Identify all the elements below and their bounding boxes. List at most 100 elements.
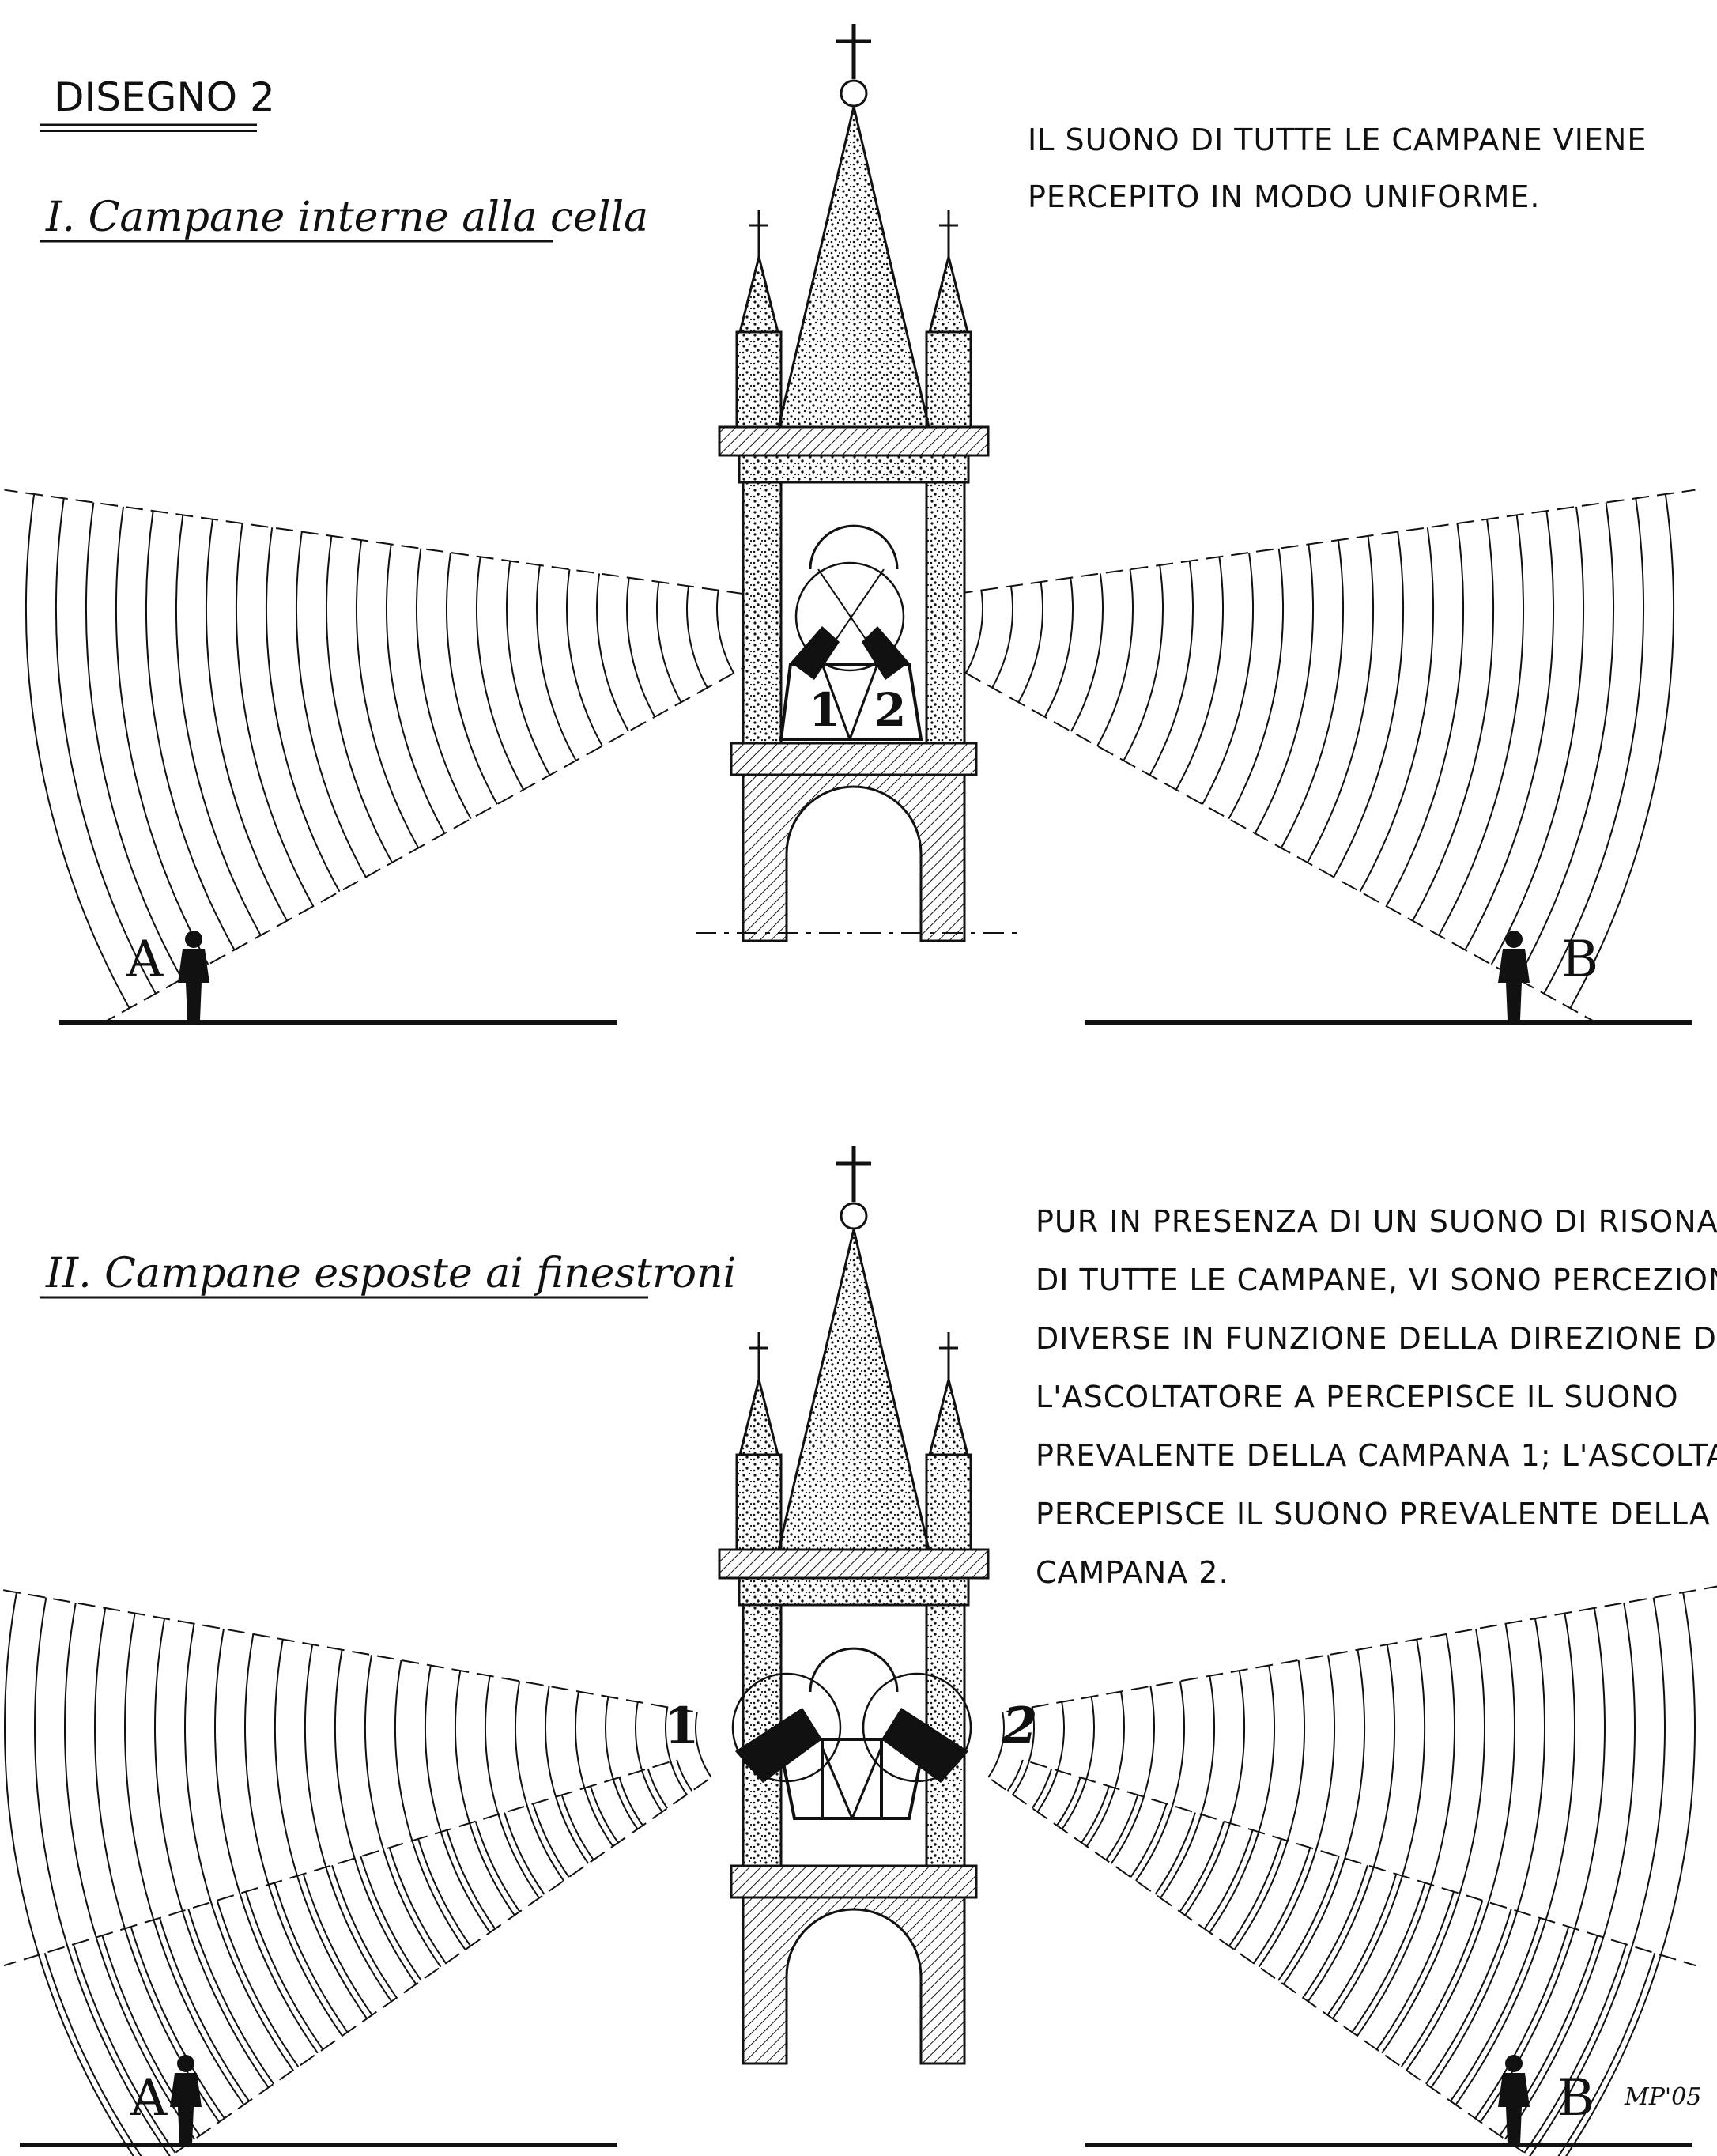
- drawing-title-group: DISEGNO 2: [40, 74, 275, 132]
- section-1-listener-b-label: B: [1561, 931, 1598, 989]
- wave-boundary-line: [169, 1779, 709, 2156]
- section-2-note-line-1: PUR IN PRESENZA DI UN SUONO DI RISONANZA: [1036, 1204, 1717, 1239]
- sound-wave-arc: [1130, 1803, 1168, 1878]
- sound-wave-arc: [302, 1874, 373, 2016]
- sound-wave-arc: [1450, 1917, 1541, 2102]
- person-icon: [1498, 931, 1530, 1020]
- section-2-note-line-4: L'ASCOLTATORE A PERCEPISCE IL SUONO: [1036, 1380, 1679, 1414]
- sound-wave-arc: [560, 1795, 594, 1861]
- sound-wave-arc: [1357, 1633, 1455, 2037]
- section-2-note-line-2: DI TUTTE LE CAMPANE, VI SONO PERCEZIONI: [1036, 1263, 1717, 1297]
- sound-wave-arc: [244, 1633, 343, 2037]
- sound-wave-arc: [1123, 564, 1164, 761]
- sound-wave-arc: [446, 1829, 496, 1930]
- person-icon: [170, 2055, 202, 2144]
- sound-wave-arc: [506, 561, 551, 776]
- section-2-listener-a: A: [130, 2055, 202, 2144]
- pinnacle-base: [735, 330, 783, 429]
- sound-wave-arc: [1056, 1777, 1081, 1826]
- sound-wave-arc: [1351, 1882, 1426, 2033]
- sound-wave-arc: [1332, 1639, 1425, 2019]
- section-2-title: II. Campane esposte ai finestroni: [45, 1250, 736, 1297]
- sound-wave-arc: [618, 1777, 643, 1826]
- window-arch: [809, 524, 899, 570]
- person-icon: [178, 931, 209, 1020]
- central-spire: [777, 1229, 930, 1551]
- cornice: [718, 1548, 990, 1580]
- person-icon: [1498, 2055, 1530, 2144]
- cornice-frieze: [738, 454, 970, 484]
- sound-wave-arc: [64, 1603, 196, 2140]
- section-1-note-line-1: IL SUONO DI TUTTE LE CAMPANE VIENE: [1028, 123, 1647, 157]
- sound-wave-arc: [446, 552, 498, 805]
- sound-wave-arc: [1523, 1943, 1627, 2154]
- sound-wave-arc: [716, 590, 734, 674]
- wave-boundary-line: [942, 659, 1598, 1024]
- sound-wave-arc: [536, 564, 577, 761]
- sound-wave-arc: [1307, 535, 1374, 863]
- side-pinnacle: [928, 1379, 969, 1456]
- sound-wave-arc: [1043, 577, 1074, 718]
- sound-wave-arc: [1517, 502, 1614, 980]
- section-2-bell-label-2: 2: [1002, 1697, 1038, 1756]
- sound-wave-arc: [1569, 493, 1674, 1009]
- section-2-note-line-5: PREVALENTE DELLA CAMPANA 1; L'ASCOLTATOR…: [1036, 1438, 1717, 1473]
- sound-wave-arc: [575, 1691, 614, 1847]
- sound-wave-arc: [1160, 1675, 1215, 1899]
- sound-wave-arc: [965, 590, 983, 674]
- sound-wave-arc: [532, 1803, 570, 1878]
- sound-wave-arc: [635, 1701, 663, 1813]
- sound-wave-arc: [130, 1926, 225, 2119]
- sound-wave-arc: [331, 1864, 398, 1999]
- sound-wave-arc: [1135, 1681, 1185, 1882]
- sound-wave-arc: [1375, 1891, 1455, 2050]
- sound-wave-arc: [364, 1655, 442, 1968]
- sound-wave-arc: [326, 535, 393, 863]
- sound-wave-arc: [356, 540, 420, 849]
- sound-wave-arc: [1184, 1670, 1245, 1916]
- section-2-bells: 1 2: [664, 1672, 1038, 1820]
- pinnacle-base: [925, 1453, 972, 1551]
- sound-wave-arc: [515, 1681, 564, 1882]
- sound-wave-arc: [991, 586, 1013, 689]
- sound-wave-arc: [159, 1917, 250, 2102]
- sound-wave-arc: [1081, 1785, 1110, 1844]
- section-2-bell-label-1: 1: [664, 1697, 700, 1756]
- finial-orb: [840, 79, 868, 108]
- sound-wave-arc: [1254, 544, 1314, 834]
- sound-wave-arc: [987, 1712, 1005, 1778]
- sound-wave-arc: [386, 544, 446, 834]
- sound-wave-arc: [1400, 1900, 1484, 2067]
- sound-wave-arc: [566, 569, 603, 747]
- section-1-bell-label-2: 2: [874, 683, 906, 737]
- sound-wave-arc: [455, 1670, 515, 1916]
- sound-wave-arc: [1012, 1707, 1035, 1795]
- section-1-ground: [59, 932, 1692, 1025]
- sound-wave-arc: [153, 1618, 270, 2088]
- sound-wave-arc: [1302, 1864, 1368, 1999]
- sound-wave-arc: [656, 581, 682, 703]
- sound-wave-arc: [504, 1812, 545, 1895]
- sound-wave-arc: [94, 1607, 221, 2123]
- sound-wave-arc: [1333, 531, 1404, 878]
- base-cornice: [730, 1864, 978, 1899]
- sound-wave-arc: [25, 493, 130, 1009]
- wave-boundary-line: [102, 659, 757, 1024]
- section-1-listener-b: B: [1498, 931, 1598, 1020]
- section-1-listener-a-label: A: [126, 931, 164, 989]
- sound-wave-arc: [1258, 1655, 1335, 1968]
- sound-wave-arc: [266, 527, 341, 893]
- side-pinnacle: [738, 1379, 779, 1456]
- sound-wave-arc: [626, 577, 656, 718]
- sound-wave-arc: [184, 1623, 294, 2071]
- sound-wave-arc: [1359, 527, 1434, 893]
- sound-wave-arc: [206, 519, 288, 922]
- section-1-title-group: I. Campane interne alla cella: [40, 194, 648, 243]
- sound-wave-arc: [1474, 1926, 1570, 2119]
- sound-wave-arc: [1209, 1665, 1275, 1933]
- sound-wave-arc: [1529, 1597, 1666, 2156]
- tower-base: [742, 1896, 966, 2065]
- cornice: [718, 425, 990, 457]
- bell-1-icon: [791, 626, 840, 680]
